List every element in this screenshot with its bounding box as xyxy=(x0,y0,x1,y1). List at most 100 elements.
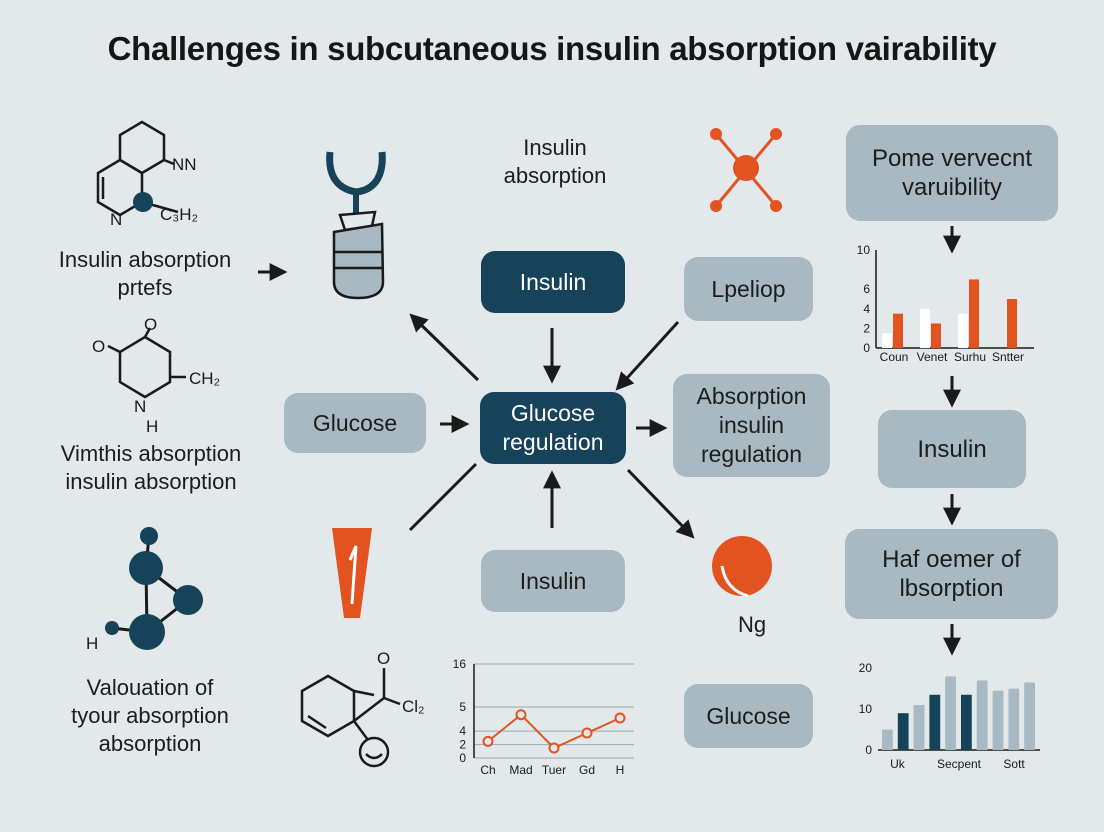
left-label-middle: Vimthis absorption insulin absorption xyxy=(60,441,242,494)
bar xyxy=(920,308,930,348)
bar xyxy=(882,729,893,750)
molecule-4-icon xyxy=(300,668,401,768)
m3-h: H xyxy=(86,634,98,653)
bar xyxy=(992,690,1004,750)
y-tick-label: 0 xyxy=(865,743,872,757)
molecule-2-icon xyxy=(107,327,186,399)
molecule-1-icon xyxy=(96,120,179,217)
x-tick-label: Uk xyxy=(890,757,906,771)
lpeliop-box: Lpeliop xyxy=(684,257,813,321)
bar xyxy=(931,323,941,348)
x-tick-label: Tuer xyxy=(542,763,566,777)
bar xyxy=(893,313,903,348)
absorption-insulin-regulation-box: Absorption insulin regulation xyxy=(673,374,830,477)
m2-o2: O xyxy=(92,337,105,356)
bar xyxy=(882,333,892,348)
x-tick-label: Coun xyxy=(880,350,909,364)
insulin-absorption-label: Insulin absorption xyxy=(503,135,607,188)
y-tick-label: 6 xyxy=(863,282,870,296)
bar xyxy=(961,694,972,750)
molecule-3-icon xyxy=(105,527,203,650)
glucose-regulation-box: Glucose regulation xyxy=(480,392,626,464)
arrow-to-sphere xyxy=(626,468,695,539)
variability-label: Pome vervecnt varuibility xyxy=(871,145,1033,201)
bar xyxy=(913,705,925,750)
y-tick-label: 0 xyxy=(459,751,466,765)
data-point xyxy=(614,712,626,724)
y-tick-label: 0 xyxy=(863,341,870,355)
left-label-bottom: Valouation of tyour absorption absorptio… xyxy=(71,675,229,756)
m1-n2: N xyxy=(110,210,122,229)
lpeliop-label: Lpeliop xyxy=(711,275,786,302)
bar xyxy=(976,680,988,750)
m2-h: H xyxy=(146,417,158,436)
bar xyxy=(1008,688,1020,750)
y-tick-label: 2 xyxy=(863,321,870,335)
left-label-top: Insulin absorption prtefs xyxy=(58,247,232,300)
glucose-left-box: Glucose xyxy=(284,393,426,453)
injection-device-icon xyxy=(326,151,386,300)
bar xyxy=(929,694,941,750)
x-tick-label: H xyxy=(616,763,625,777)
arrow-to-device xyxy=(409,313,480,382)
m2-n: N xyxy=(134,397,146,416)
x-tick-label: Sott xyxy=(1003,757,1025,771)
arrow-from-lpeliop xyxy=(615,320,680,391)
data-point xyxy=(515,709,527,721)
bar xyxy=(945,676,956,750)
insulin-top-label: Insulin xyxy=(519,268,587,295)
m2-o1: O xyxy=(144,315,157,334)
y-tick-label: 16 xyxy=(453,657,467,671)
y-tick-label: 2 xyxy=(459,738,466,752)
glucose-regulation-label: Glucose regulation xyxy=(502,400,604,455)
absorption-right-box: Haf oemer of lbsorption xyxy=(845,529,1058,619)
x-tick-label: Gd xyxy=(579,763,595,777)
bar xyxy=(969,279,979,348)
m4-cl: Cl₂ xyxy=(402,697,425,716)
insulin-bottom-box: Insulin xyxy=(481,550,625,612)
y-tick-label: 4 xyxy=(863,302,870,316)
y-tick-label: 20 xyxy=(859,661,873,675)
absorption-insulin-regulation-label: Absorption insulin regulation xyxy=(696,383,807,467)
data-point xyxy=(581,727,593,739)
bar xyxy=(897,713,909,750)
orange-sphere-icon xyxy=(712,536,772,598)
x-tick-label: Ch xyxy=(480,763,495,777)
bar xyxy=(958,313,968,348)
insulin-bottom-label: Insulin xyxy=(519,567,587,594)
insulin-right-box: Insulin xyxy=(878,410,1026,488)
x-tick-label: Secpent xyxy=(937,757,982,771)
orange-cup-icon xyxy=(332,528,372,618)
m1-c: C₃H₂ xyxy=(160,205,198,224)
x-tick-label: Sntter xyxy=(992,350,1024,364)
m1-n1: NN xyxy=(172,155,197,174)
data-point xyxy=(482,735,494,747)
y-tick-label: 10 xyxy=(859,702,873,716)
data-point xyxy=(548,742,560,754)
glucose-bottom-label: Glucose xyxy=(706,702,791,729)
network-node-icon xyxy=(710,128,782,212)
glucose-left-label: Glucose xyxy=(312,409,398,436)
bar xyxy=(1024,682,1035,750)
x-tick-label: Mad xyxy=(509,763,532,777)
insulin-top-box: Insulin xyxy=(481,251,625,313)
m2-ch: CH₂ xyxy=(189,369,220,388)
m4-o: O xyxy=(377,649,390,668)
glucose-bottom-box: Glucose xyxy=(684,684,813,748)
insulin-right-label: Insulin xyxy=(917,435,987,463)
variability-box: Pome vervecnt varuibility xyxy=(846,125,1058,221)
y-tick-label: 10 xyxy=(857,243,871,257)
x-tick-label: Surhu xyxy=(954,350,986,364)
absorption-right-label: Haf oemer of lbsorption xyxy=(882,546,1021,602)
ng-label: Ng xyxy=(737,612,767,637)
y-tick-label: 5 xyxy=(459,700,466,714)
x-tick-label: Venet xyxy=(917,350,948,364)
bar xyxy=(1007,299,1017,348)
flow-arrows xyxy=(258,226,961,656)
y-tick-label: 4 xyxy=(459,724,466,738)
